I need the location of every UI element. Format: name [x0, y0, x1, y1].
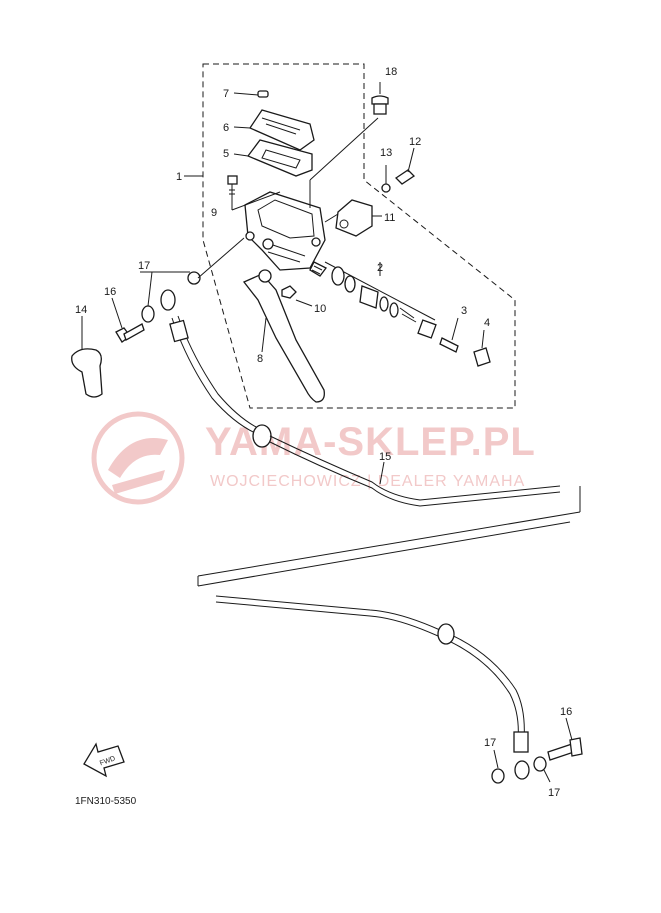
holder-11-part: [324, 199, 382, 237]
callout-10: 10: [314, 303, 326, 315]
cap-6-part: [249, 109, 315, 151]
bolt-16-upper-part: [111, 297, 145, 343]
callout-4: 4: [484, 317, 490, 329]
reservoir-cap-group: [227, 90, 315, 198]
callout-8: 8: [257, 353, 263, 365]
callout-11: 11: [384, 212, 395, 224]
washer-17-upper-part: [140, 237, 245, 323]
callout-17-lower-right: 17: [548, 787, 560, 799]
callout-labels: 1 2 3 4 5 6 7 8 9 10 11 12 13 14 15 16 1…: [75, 66, 572, 799]
hose-15-upper-part: [160, 289, 561, 507]
master-cylinder-body: [231, 117, 379, 271]
callout-14: 14: [75, 304, 87, 316]
lever-8-part: [242, 269, 325, 403]
diagram-code: 1FN310-5350: [75, 796, 137, 807]
callout-3: 3: [461, 305, 467, 317]
bolt-16-lower-part: [547, 717, 583, 761]
fwd-arrow-icon: FWD: [83, 742, 125, 778]
screw-12-part: [381, 147, 416, 193]
callout-7: 7: [223, 88, 229, 100]
callout-1: 1: [176, 171, 182, 183]
callout-15: 15: [379, 451, 391, 463]
assembly-boundary: [202, 63, 516, 409]
callout-16: 16: [104, 286, 116, 298]
callout-6: 6: [223, 122, 229, 134]
callout-17: 17: [138, 260, 150, 272]
callout-16-lower: 16: [560, 706, 572, 718]
watermark-subtitle: WOJCIECHOWICZ | DEALER YAMAHA: [210, 473, 525, 490]
piston-kit-2-part: [309, 261, 437, 339]
callout-18: 18: [385, 66, 397, 78]
washer-17-lower-part: [491, 749, 551, 784]
callout-13: 13: [380, 147, 392, 159]
callout-5: 5: [223, 148, 229, 160]
callout-2: 2: [377, 262, 383, 274]
callout-9: 9: [211, 207, 217, 219]
bolt-9-head: [227, 175, 238, 185]
watermark-logo-icon: [91, 411, 185, 505]
break-lines: [197, 486, 581, 587]
boot-14-part: [71, 316, 103, 398]
hose-15-lower-part: [215, 595, 530, 780]
callout-12: 12: [409, 136, 421, 148]
callout-17-lower-left: 17: [484, 737, 496, 749]
watermark: YAMA-SKLEP.PL WOJCIECHOWICZ | DEALER YAM…: [91, 411, 535, 505]
screw-7-part: [257, 90, 269, 98]
nut-10-part: [281, 285, 313, 307]
cap-18-part: [371, 82, 389, 115]
cap-4-part: [473, 329, 491, 367]
bleed-screw-3-part: [439, 317, 459, 353]
